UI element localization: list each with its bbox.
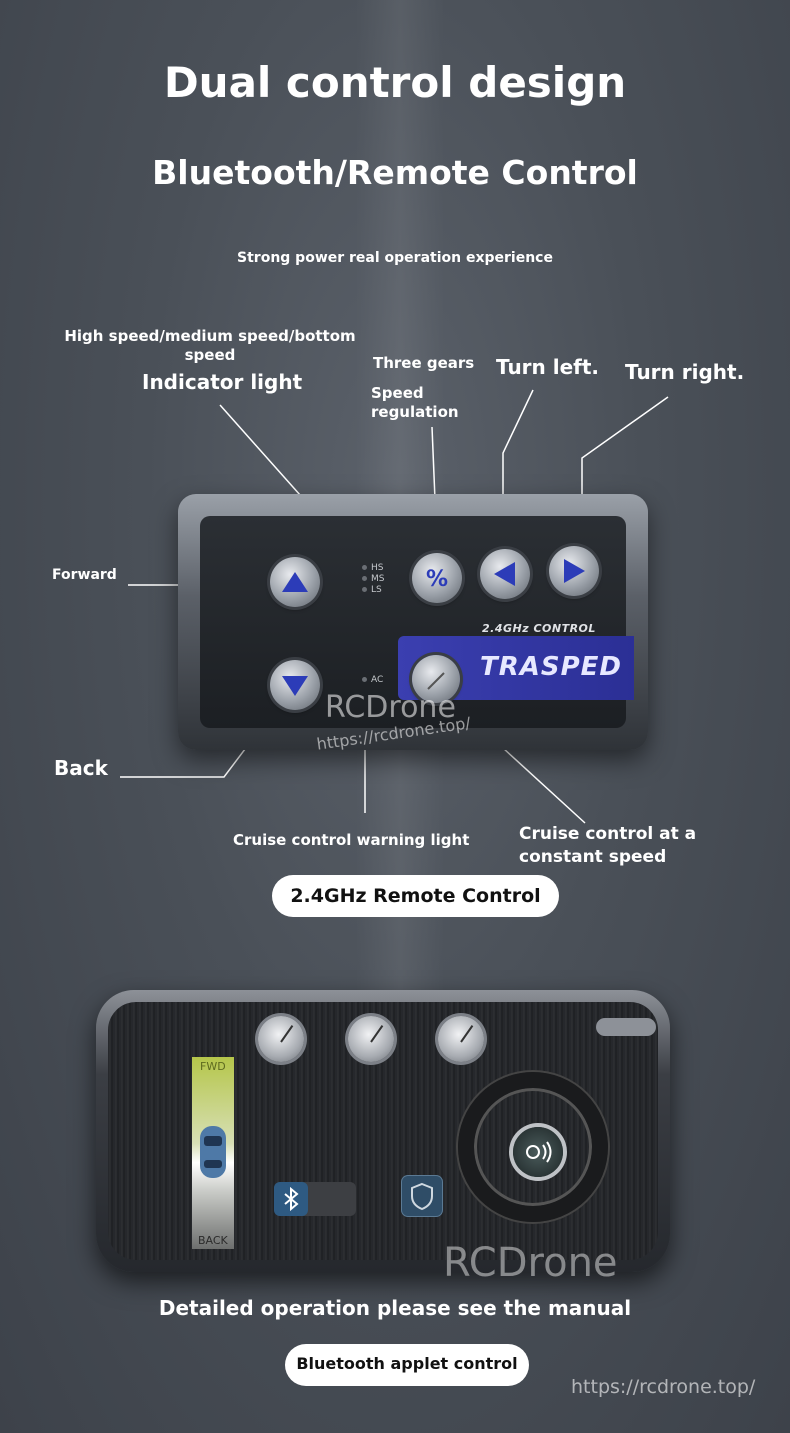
svg-text:%: % [426,567,448,592]
back-label: BACK [198,1234,228,1247]
gauge-icon [427,672,445,690]
led-hs: HS [362,563,384,574]
percent-icon: % [426,567,448,592]
watermark-url-footer: https://rcdrone.top/ [571,1376,756,1398]
speed-gear-button[interactable]: % [412,553,462,603]
remote-frequency-label: 2.4GHz CONTROL [482,622,596,635]
cruise-button[interactable] [412,655,460,703]
cruise-warning-led: AC [362,675,383,686]
forward-button[interactable] [270,557,320,607]
camera-bar [596,1018,656,1036]
page-title: Dual control design [163,58,627,107]
led-ls: LS [362,585,384,596]
label-indicator-light: Indicator light [142,370,303,394]
security-button[interactable] [402,1176,442,1216]
label-back: Back [54,756,108,780]
label-speed-indicator: High speed/medium speed/bottom speed [64,327,356,364]
bluetooth-icon [284,1186,299,1212]
tagline: Strong power real operation experience [237,250,553,266]
arrow-up-icon [282,572,308,592]
app-screen: FWD BACK [108,1002,658,1260]
watermark-brand: RCDrone [325,690,456,725]
page-subtitle: Bluetooth/Remote Control [152,153,638,192]
arrow-down-icon [282,676,308,696]
shield-icon [411,1182,433,1211]
label-turn-right: Turn right. [625,360,745,384]
speed-gauge-3[interactable] [438,1016,484,1062]
back-button[interactable] [270,660,320,710]
horn-button[interactable] [513,1127,563,1177]
horn-icon [526,1141,552,1163]
remote-control-badge: 2.4GHz Remote Control [272,875,559,917]
watermark-brand-phone: RCDrone [443,1240,618,1286]
car-icon [200,1126,226,1178]
label-turn-left: Turn left. [496,355,600,379]
speed-indicator-leds: HS MS LS [362,563,384,596]
label-speed-regulation: Speed regulation [371,384,459,421]
led-ms: MS [362,574,384,585]
brand-logo: TRASPED [480,652,623,682]
phone-device: FWD BACK [96,990,670,1272]
speed-gauge-1[interactable] [258,1016,304,1062]
manual-note: Detailed operation please see the manual [158,1296,632,1320]
arrow-right-icon [564,559,585,583]
arrow-left-icon [494,562,515,586]
turn-left-button[interactable] [480,549,530,599]
speed-gauge-2[interactable] [348,1016,394,1062]
bluetooth-applet-badge: Bluetooth applet control [285,1344,529,1386]
label-cruise-warning: Cruise control warning light [233,831,470,849]
fwd-label: FWD [200,1060,226,1073]
label-forward: Forward [52,567,117,583]
turn-right-button[interactable] [549,546,599,596]
label-cruise-constant: Cruise control at a constant speed [519,824,697,867]
bluetooth-toggle-knob [274,1182,308,1216]
label-three-gears: Three gears [373,354,475,372]
bluetooth-toggle[interactable] [274,1182,356,1216]
